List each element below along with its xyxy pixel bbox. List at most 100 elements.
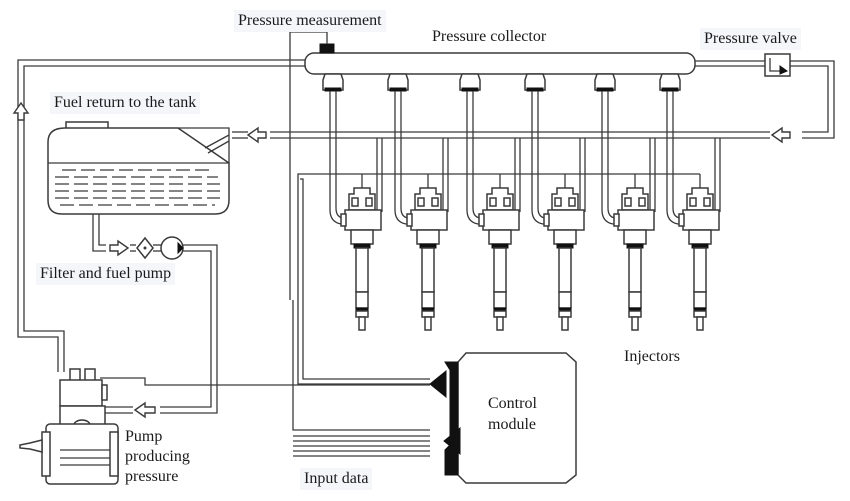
injector-body [410,209,448,231]
injector-wiring [297,173,700,385]
label-pump-line3: pressure [125,468,179,485]
injector-feed-line [335,91,350,219]
flow-arrow-up-icon [12,101,30,121]
flow-arrow-left-icon [770,126,791,144]
label-pump-line1: Pump [125,428,163,445]
injector-group [322,73,721,331]
injector-nut [416,229,440,245]
injector-nozzle [496,316,504,331]
pressure-sensor-icon [289,31,335,300]
injector [387,73,449,331]
solenoid-terminal [624,197,632,207]
connector-band [526,87,544,92]
solenoid-terminal [568,197,576,207]
injector-nozzle-holder [421,291,435,309]
connector-band [661,87,679,92]
pressure-valve [695,53,835,139]
fuel-pump-icon [160,236,184,260]
connector-band [389,87,407,92]
label-control-module-line2: module [488,416,536,433]
label-control-module-line1: Control [488,395,537,412]
injector [524,73,586,331]
rail-connector [659,73,681,91]
label-pump-line2: producing [125,448,190,465]
label-injectors: Injectors [624,348,680,365]
solenoid-terminal [365,197,373,207]
filter-icon [130,236,161,260]
injector-tip-collar [493,310,507,318]
flow-arrow-left-icon [246,126,267,144]
injector-nozzle-holder [693,291,707,309]
fuel-tank [47,121,230,215]
label-filter-fuel-pump: Filter and fuel pump [36,263,176,285]
injector-nozzle [424,316,432,331]
rail-connector [524,73,546,91]
solenoid-terminal [638,197,646,207]
injector-tip-collar [421,310,435,318]
injector-feed-line [601,91,623,225]
injector-feed-line [531,91,553,225]
injector-tip-collar [693,310,707,318]
injector-body [344,209,382,231]
high-pressure-line [17,59,308,372]
injector-tip-collar [558,310,572,318]
injector-inlet [478,213,485,227]
control-module [429,352,577,484]
injector-feed-line [394,91,416,225]
injector-nozzle [631,316,639,331]
injector-body [482,209,520,231]
rail-connector [459,73,481,91]
pressure-collector [304,52,696,75]
solenoid-terminal [431,197,439,207]
injector [459,73,521,331]
injector-inlet [543,213,550,227]
injector-stem [421,247,435,293]
rail-connector [322,73,344,91]
solenoid-terminal [689,197,697,207]
injector-nozzle [561,316,569,331]
input-data-lines [292,300,430,457]
injector-nozzle-holder [628,291,642,309]
flow-arrow-right-icon [109,239,130,257]
injector-stem [693,247,707,293]
label-pressure-collector: Pressure collector [432,28,547,45]
injector-tip-collar [628,310,642,318]
connector-band [596,87,614,92]
label-input-data: Input data [300,468,373,490]
label-fuel-return: Fuel return to the tank [50,92,201,114]
injector-body [547,209,585,231]
injector-feed-line [607,91,623,219]
injector-feed-line [466,91,488,225]
injector [659,73,721,331]
injector-nozzle-holder [493,291,507,309]
rail-connector [387,73,409,91]
injector-stem [493,247,507,293]
injector-body [682,209,720,231]
label-pressure-valve: Pressure valve [700,28,801,50]
label-pressure-measurement: Pressure measurement [234,10,386,32]
injector-body [617,209,655,231]
flow-arrow-left-icon [133,401,156,419]
injector [322,73,383,331]
connector-band [461,87,479,92]
injector-inlet [406,213,413,227]
injector-tip-collar [355,310,369,318]
injector-stem [558,247,572,293]
supply-line [92,214,106,252]
injector-nut [688,229,712,245]
injector-inlet [678,213,685,227]
injector-stem [628,247,642,293]
return-line [232,131,770,139]
injector-inlet [613,213,620,227]
low-pressure-line [104,244,218,414]
injector [594,73,656,331]
injector-feed-line [537,91,553,219]
injector-feed-line [329,91,350,225]
injector-nut [623,229,647,245]
injector-nut [553,229,577,245]
solenoid-terminal [417,197,425,207]
pump-control-wire [100,377,430,386]
solenoid-terminal [703,197,711,207]
injector-feed-line [666,91,688,225]
injector-nut [350,229,374,245]
